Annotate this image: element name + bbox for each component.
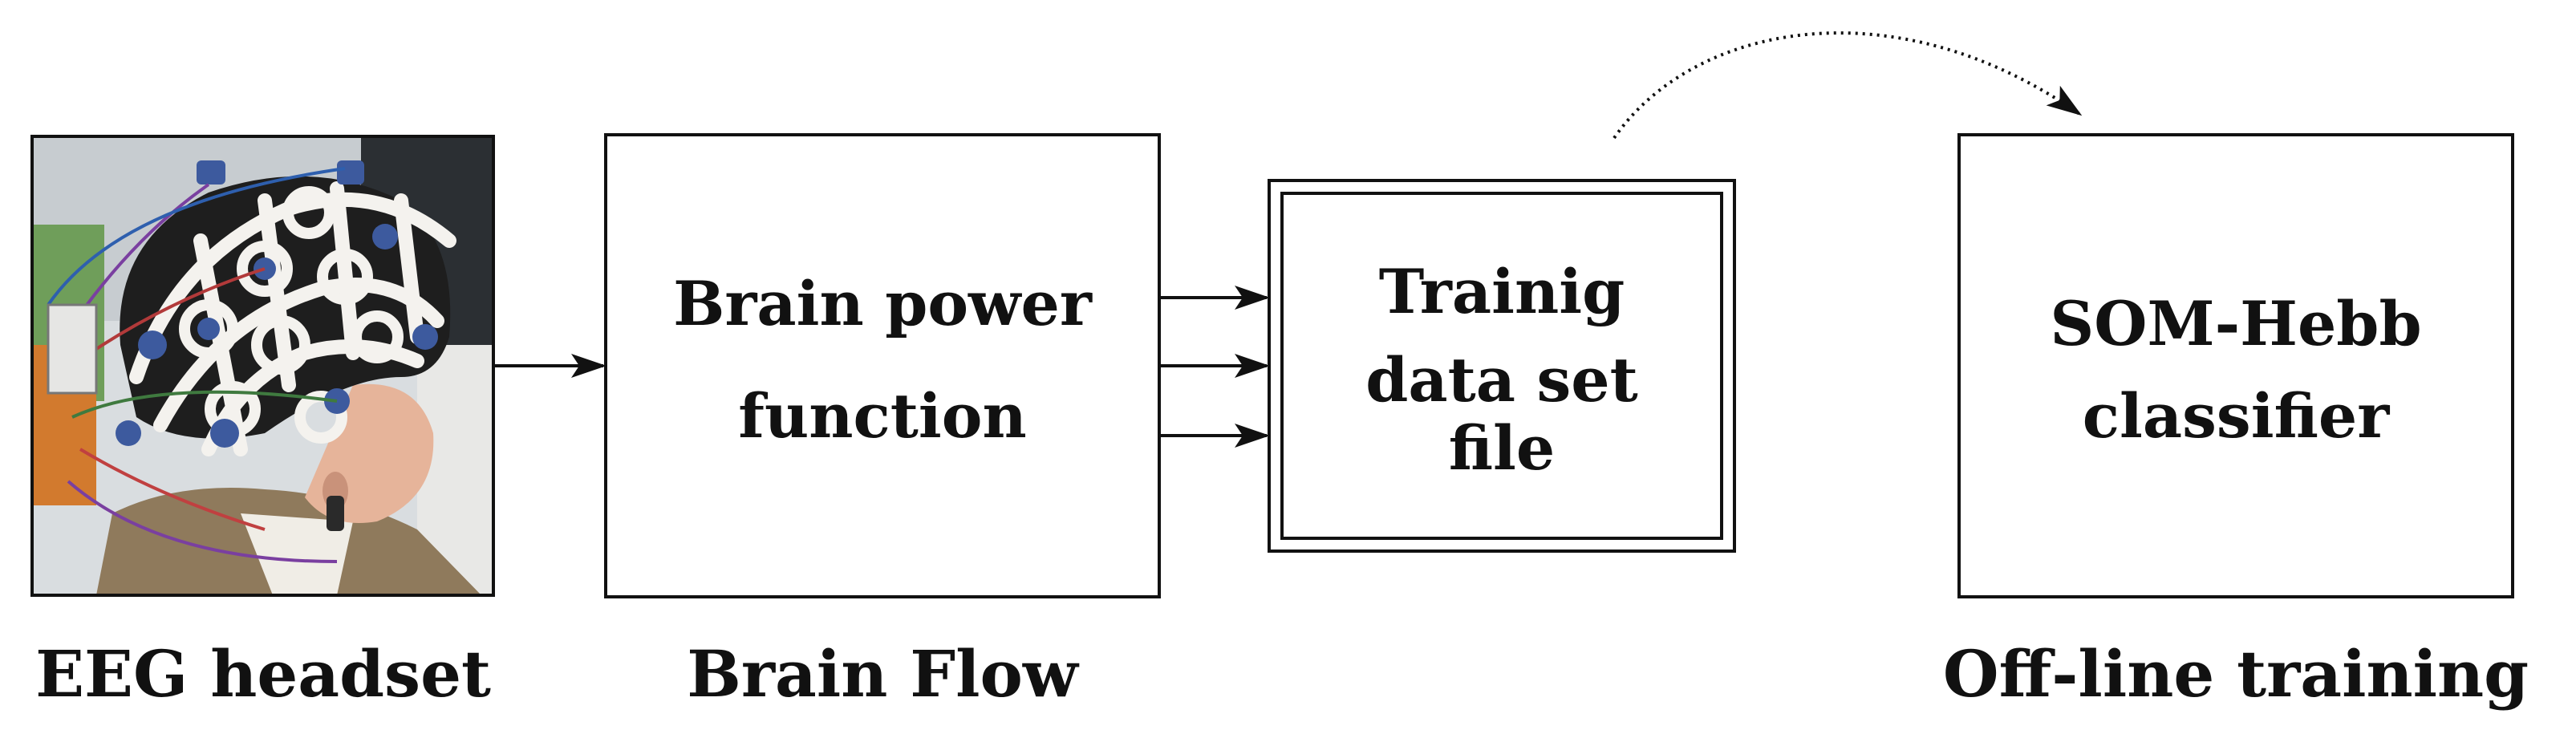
training-data-set-file-label-line1: Trainig bbox=[1379, 256, 1625, 327]
brain-power-function-box bbox=[604, 133, 1161, 598]
eeg-headset-caption: EEG headset bbox=[35, 636, 491, 712]
som-hebb-classifier-label-line1: SOM-Hebb bbox=[2050, 288, 2421, 359]
arrow-training-data-to-classifier bbox=[1613, 31, 2083, 140]
som-hebb-classifier-label-line2: classifier bbox=[2083, 380, 2390, 452]
brain-power-function-label-line2: function bbox=[738, 380, 1026, 452]
training-data-set-file-label-line3: file bbox=[1449, 412, 1555, 484]
brain-flow-caption: Brain Flow bbox=[687, 636, 1080, 712]
off-line-training-caption: Off-line training bbox=[1943, 636, 2529, 712]
training-data-set-file-label-line2: data set bbox=[1365, 344, 1637, 416]
som-hebb-classifier-box bbox=[1957, 133, 2514, 598]
brain-power-function-label-line1: Brain power bbox=[673, 268, 1093, 339]
eeg-headset-photo bbox=[30, 135, 495, 597]
